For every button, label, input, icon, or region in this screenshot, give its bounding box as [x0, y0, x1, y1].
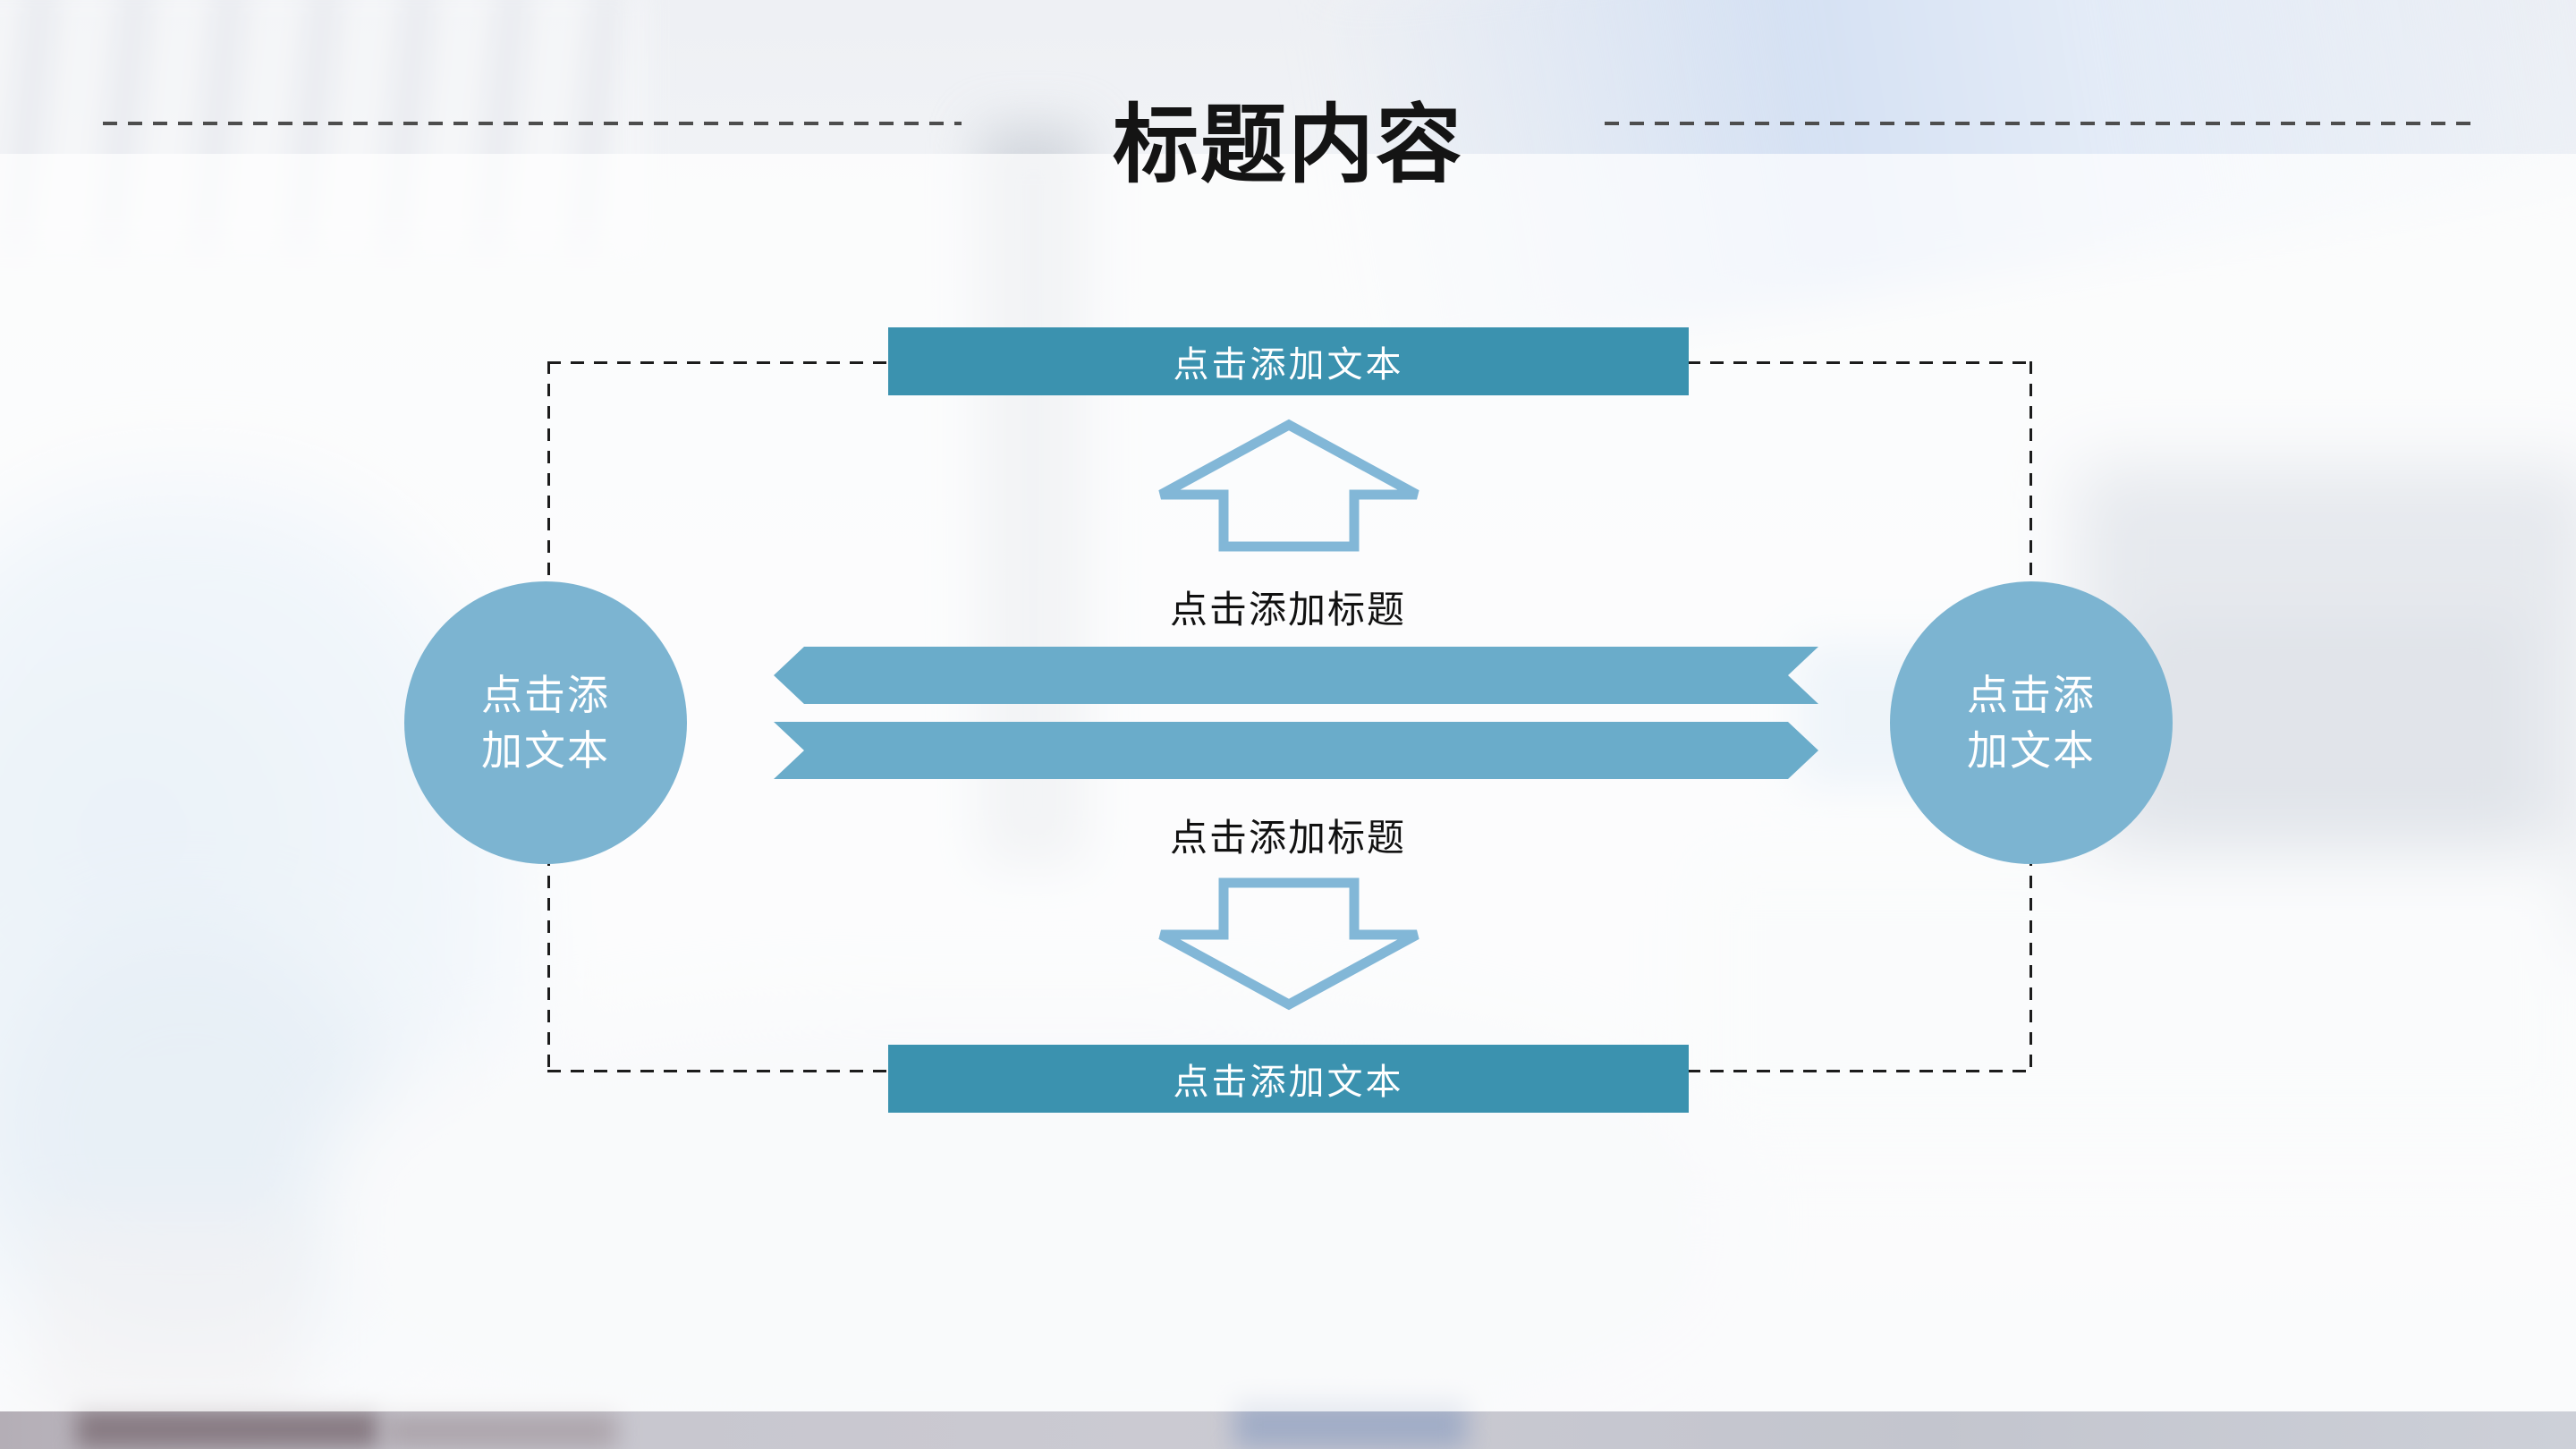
- right-circle-node[interactable]: 点击添加文本: [1890, 581, 2173, 864]
- left-ribbon-shape: [774, 647, 1818, 704]
- up-arrow-outline: [1158, 419, 1419, 552]
- left-circle-node[interactable]: 点击添加文本: [404, 581, 687, 864]
- photo-strip-bottom: [0, 1411, 2576, 1449]
- page-title: 标题内容: [1113, 97, 1463, 193]
- right-pointing-ribbon: [774, 722, 1818, 779]
- photo-strip-shadow: [76, 1410, 380, 1449]
- left-circle-label: 点击添加文本: [481, 671, 610, 774]
- title-flank-dash-right: [1605, 122, 2474, 125]
- bottom-text-banner[interactable]: 点击添加文本: [888, 1045, 1689, 1113]
- down-arrow-outline: [1158, 877, 1419, 1011]
- top-banner-label: 点击添加文本: [1173, 345, 1404, 385]
- down-arrow-icon: [1158, 877, 1419, 1011]
- upper-caption[interactable]: 点击添加标题: [1169, 589, 1406, 631]
- right-ribbon-shape: [774, 722, 1818, 779]
- right-circle-label: 点击添加文本: [1967, 671, 2096, 774]
- title-flank-dash-left: [103, 122, 962, 125]
- top-text-banner[interactable]: 点击添加文本: [888, 327, 1689, 395]
- left-pointing-ribbon: [774, 647, 1818, 704]
- bottom-banner-label: 点击添加文本: [1173, 1063, 1404, 1102]
- lower-caption[interactable]: 点击添加标题: [1169, 817, 1406, 859]
- photo-strip-shadow: [385, 1413, 617, 1449]
- up-arrow-icon: [1158, 419, 1419, 552]
